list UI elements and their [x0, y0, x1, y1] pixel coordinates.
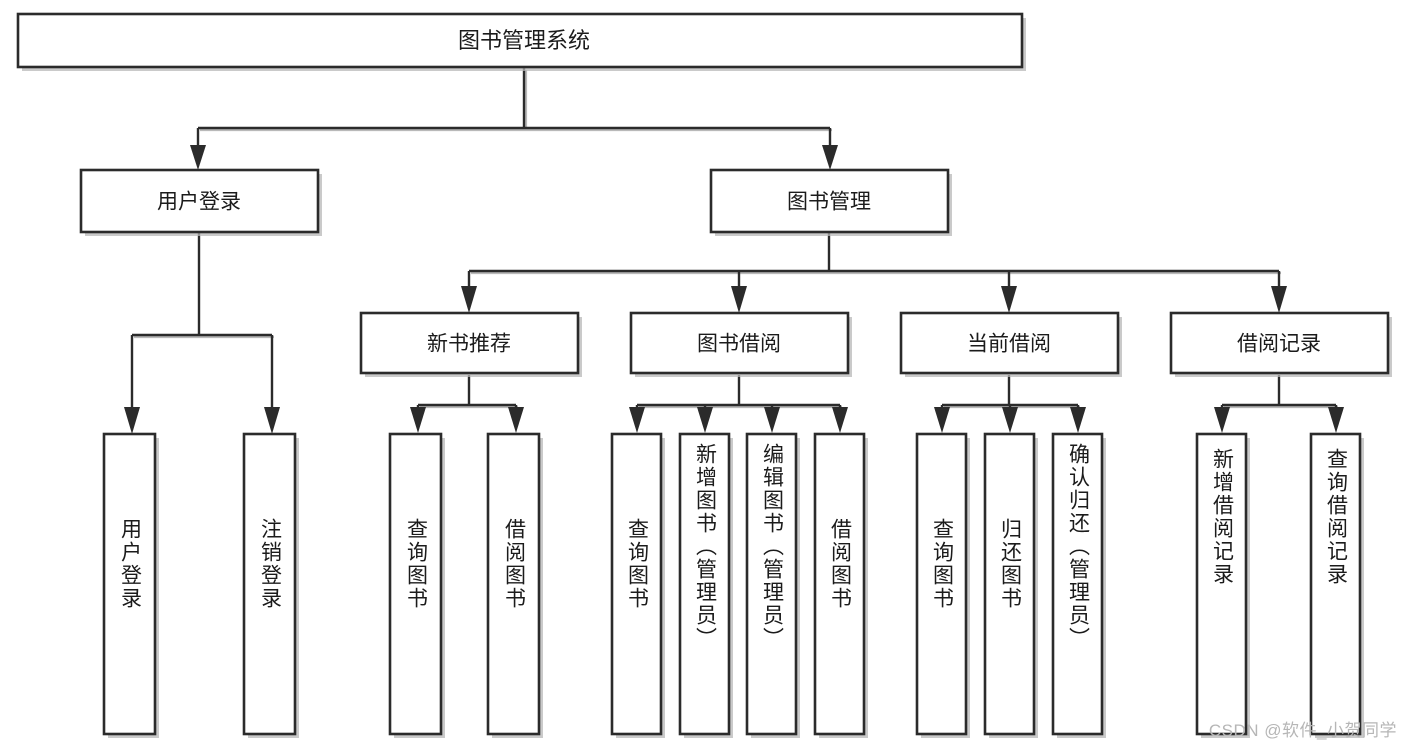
- node-label: 图书借阅: [697, 333, 781, 356]
- node-box: [486, 432, 541, 736]
- arrow-head-icon: [508, 407, 524, 433]
- watermark-text: CSDN @软件_小贺同学: [1208, 721, 1397, 740]
- arrow-head-icon: [731, 286, 747, 313]
- node-label: 图书管理系统: [458, 28, 590, 53]
- arrow-head-icon: [697, 407, 713, 433]
- node-borrow-record[interactable]: 借阅记录: [1169, 311, 1392, 377]
- node-box: [629, 311, 850, 375]
- arrow-head-icon: [1271, 286, 1287, 313]
- node-leaf-add-book-admin[interactable]: [678, 432, 733, 738]
- node-leaf-query-book-current[interactable]: [915, 432, 970, 738]
- node-box: [388, 432, 443, 736]
- arrow-head-icon: [764, 407, 780, 433]
- node-leaf-query-book-recommend[interactable]: [388, 432, 445, 738]
- node-leaf-borrow-book-recommend[interactable]: [486, 432, 543, 738]
- node-box: [1051, 432, 1104, 736]
- node-root[interactable]: 图书管理系统: [16, 12, 1026, 71]
- node-label: 借阅记录: [1237, 333, 1321, 356]
- arrow-head-icon: [410, 407, 426, 433]
- node-book-borrow[interactable]: 图书借阅: [629, 311, 852, 377]
- node-box: [1309, 432, 1362, 736]
- node-leaf-return-book[interactable]: [983, 432, 1038, 738]
- arrow-head-icon: [1070, 407, 1086, 433]
- arrow-head-icon: [822, 145, 838, 170]
- node-box: [359, 311, 580, 375]
- node-box: [709, 168, 950, 234]
- node-leaf-logout[interactable]: [242, 432, 299, 738]
- node-label: 用户登录: [157, 191, 241, 214]
- node-box: [899, 311, 1120, 375]
- node-box: [983, 432, 1036, 736]
- node-leaf-edit-book-admin[interactable]: [745, 432, 800, 738]
- arrow-head-icon: [190, 145, 206, 170]
- node-box: [610, 432, 663, 736]
- arrow-head-icon: [1002, 407, 1018, 433]
- node-leaf-confirm-return-admin[interactable]: [1051, 432, 1106, 738]
- arrow-head-icon: [1214, 407, 1230, 433]
- edges-group: [124, 67, 1344, 434]
- node-box: [813, 432, 866, 736]
- arrow-head-icon: [629, 407, 645, 433]
- arrow-head-icon: [1001, 286, 1017, 313]
- node-leaf-query-borrow-record[interactable]: [1309, 432, 1364, 738]
- node-label: 当前借阅: [967, 333, 1051, 356]
- node-box: [678, 432, 731, 736]
- arrow-head-icon: [832, 407, 848, 433]
- node-leaf-add-borrow-record[interactable]: [1195, 432, 1250, 738]
- node-box: [1195, 432, 1248, 736]
- arrow-head-icon: [934, 407, 950, 433]
- node-user-login[interactable]: 用户登录: [79, 168, 322, 236]
- node-box: [79, 168, 320, 234]
- node-box: [745, 432, 798, 736]
- arrow-head-icon: [1328, 407, 1344, 433]
- node-label: 图书管理: [787, 191, 871, 214]
- node-current-borrow[interactable]: 当前借阅: [899, 311, 1122, 377]
- node-box: [242, 432, 297, 736]
- node-box: [16, 12, 1024, 69]
- node-leaf-user-login[interactable]: [102, 432, 159, 738]
- node-book-management[interactable]: 图书管理: [709, 168, 952, 236]
- arrow-head-icon: [264, 407, 280, 434]
- node-new-book-recommend[interactable]: 新书推荐: [359, 311, 582, 377]
- node-box: [915, 432, 968, 736]
- node-box: [102, 432, 157, 736]
- node-leaf-query-book-borrow[interactable]: [610, 432, 665, 738]
- node-leaf-borrow-book[interactable]: [813, 432, 868, 738]
- arrow-head-icon: [124, 407, 140, 434]
- arrow-head-icon: [461, 286, 477, 313]
- node-label: 新书推荐: [427, 333, 511, 356]
- node-box: [1169, 311, 1390, 375]
